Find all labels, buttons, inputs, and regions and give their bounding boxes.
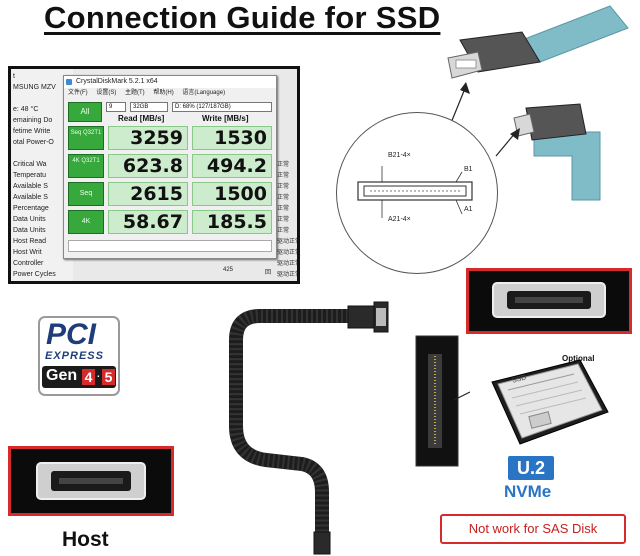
smart-status-text: 正常 <box>277 195 290 201</box>
smart-attribute-label: Data Units <box>13 227 46 234</box>
gen5-label: 5 <box>102 369 115 385</box>
smart-status-text: 正常 <box>277 228 290 234</box>
host-port-photo <box>8 446 174 516</box>
power-cycles-unit: 回 <box>265 270 272 276</box>
sas-warning: Not work for SAS Disk <box>440 514 626 544</box>
smart-attribute-label: Data Units <box>13 216 46 223</box>
connector-pinout-drawing <box>357 166 473 218</box>
smart-attribute-label: Available S <box>13 183 48 190</box>
smart-attribute-label: Critical Wa <box>13 161 47 168</box>
size-select[interactable]: 32GB <box>130 102 168 112</box>
pin-label-a21: A21-4× <box>388 216 411 223</box>
test-button-4k[interactable]: 4K <box>68 210 104 234</box>
pin-label-b21: B21-4× <box>388 152 411 159</box>
read-value: 623.8 <box>108 154 188 178</box>
smart-attribute-label: Available S <box>13 194 48 201</box>
express-logo-text: EXPRESS <box>45 350 104 362</box>
test-button-4k-q32t1[interactable]: 4K Q32T1 <box>68 154 104 178</box>
smart-attribute-label: emaining Do <box>13 117 53 124</box>
smart-status-column: 正常正常正常正常正常正常正常驱动正常驱动正常驱动正常驱动正常 <box>277 75 300 278</box>
write-value: 1500 <box>192 182 272 206</box>
app-icon <box>66 79 72 85</box>
smart-status-text: 正常 <box>277 217 290 223</box>
window-title-text: CrystalDiskMark 5.2.1 x64 <box>76 78 158 85</box>
optional-label: Optional <box>562 354 595 363</box>
write-value: 1530 <box>192 126 272 150</box>
count-select[interactable]: 9 <box>106 102 126 112</box>
smart-attribute-label: fetime Write <box>13 128 51 135</box>
smart-attribute-label: e: 48 °C <box>13 106 39 113</box>
all-button[interactable]: All <box>68 102 102 122</box>
write-value: 185.5 <box>192 210 272 234</box>
drive-select[interactable]: D: 68% (127/187GB) <box>172 102 272 112</box>
gen4-label: 4 <box>82 369 95 385</box>
ssd-drive-image <box>491 359 609 445</box>
menu-file[interactable]: 文件(F) <box>68 90 88 96</box>
smart-status-text: 正常 <box>277 184 290 190</box>
menu-settings[interactable]: 设置(S) <box>96 90 117 96</box>
smart-status-text: 驱动正常 <box>277 261 300 267</box>
device-port-photo <box>466 268 632 334</box>
menu-bar: 文件(F) 设置(S) 主题(T) 帮助(H) 语言(Language) <box>64 88 276 99</box>
menu-help[interactable]: 帮助(H) <box>153 90 174 96</box>
smart-attribute-label: Power Cycles <box>13 271 56 278</box>
u2-logo-text: U.2 <box>508 456 554 480</box>
read-value: 58.67 <box>108 210 188 234</box>
cable-adapter-illustration <box>229 301 470 555</box>
write-header: Write [MB/s] <box>202 114 249 123</box>
write-value: 494.2 <box>192 154 272 178</box>
menu-theme[interactable]: 主题(T) <box>125 90 145 96</box>
smart-attribute-label: Percentage <box>13 205 49 212</box>
gen-label: Gen <box>46 367 78 384</box>
menu-language[interactable]: 语言(Language) <box>182 90 226 96</box>
window-title: CrystalDiskMark 5.2.1 x64 <box>64 76 276 88</box>
read-value: 2615 <box>108 182 188 206</box>
status-bar <box>68 240 272 252</box>
smart-attribute-label: MSUNG MZV <box>13 84 56 91</box>
nvme-logo-text: NVMe <box>504 482 552 501</box>
smart-status-text: 正常 <box>277 173 290 179</box>
smart-status-text: 正常 <box>277 162 290 168</box>
pci-express-logo: PCI EXPRESS Gen 4 · 5 <box>38 316 120 396</box>
smart-attribute-label: Host Read <box>13 238 47 245</box>
crystaldiskmark-window: CrystalDiskMark 5.2.1 x64 文件(F) 设置(S) 主题… <box>63 75 277 259</box>
u2-nvme-logo: U.2 NVMe <box>498 456 564 502</box>
test-button-seq[interactable]: Seq <box>68 182 104 206</box>
smart-attribute-label: t <box>13 73 15 80</box>
test-button-seq-q32t1[interactable]: Seq Q32T1 <box>68 126 104 150</box>
read-value: 3259 <box>108 126 188 150</box>
cable-connector-illustration <box>439 5 629 201</box>
pci-logo-text: PCI <box>46 318 97 351</box>
smart-status-text: 驱动正常 <box>277 272 300 278</box>
smart-attribute-label: Temperatu <box>13 172 47 179</box>
host-label: Host <box>62 528 109 551</box>
read-header: Read [MB/s] <box>118 114 165 123</box>
smart-status-text: 驱动正常 <box>277 250 300 256</box>
gen-badge: Gen 4 · 5 <box>42 366 116 388</box>
gen-dot: · <box>96 367 101 383</box>
pin-label-b1: B1 <box>464 166 473 173</box>
smart-attribute-label: Host Writ <box>13 249 42 256</box>
pinout-diagram <box>336 112 498 274</box>
smart-status-text: 驱动正常 <box>277 239 300 245</box>
power-cycles-value: 425 <box>223 267 234 273</box>
smart-status-text: 正常 <box>277 206 290 212</box>
smart-attribute-label: Controller <box>13 260 44 267</box>
page-title: Connection Guide for SSD <box>44 0 441 35</box>
smart-attribute-label: otal Power-O <box>13 139 54 146</box>
pin-label-a1: A1 <box>464 206 473 213</box>
